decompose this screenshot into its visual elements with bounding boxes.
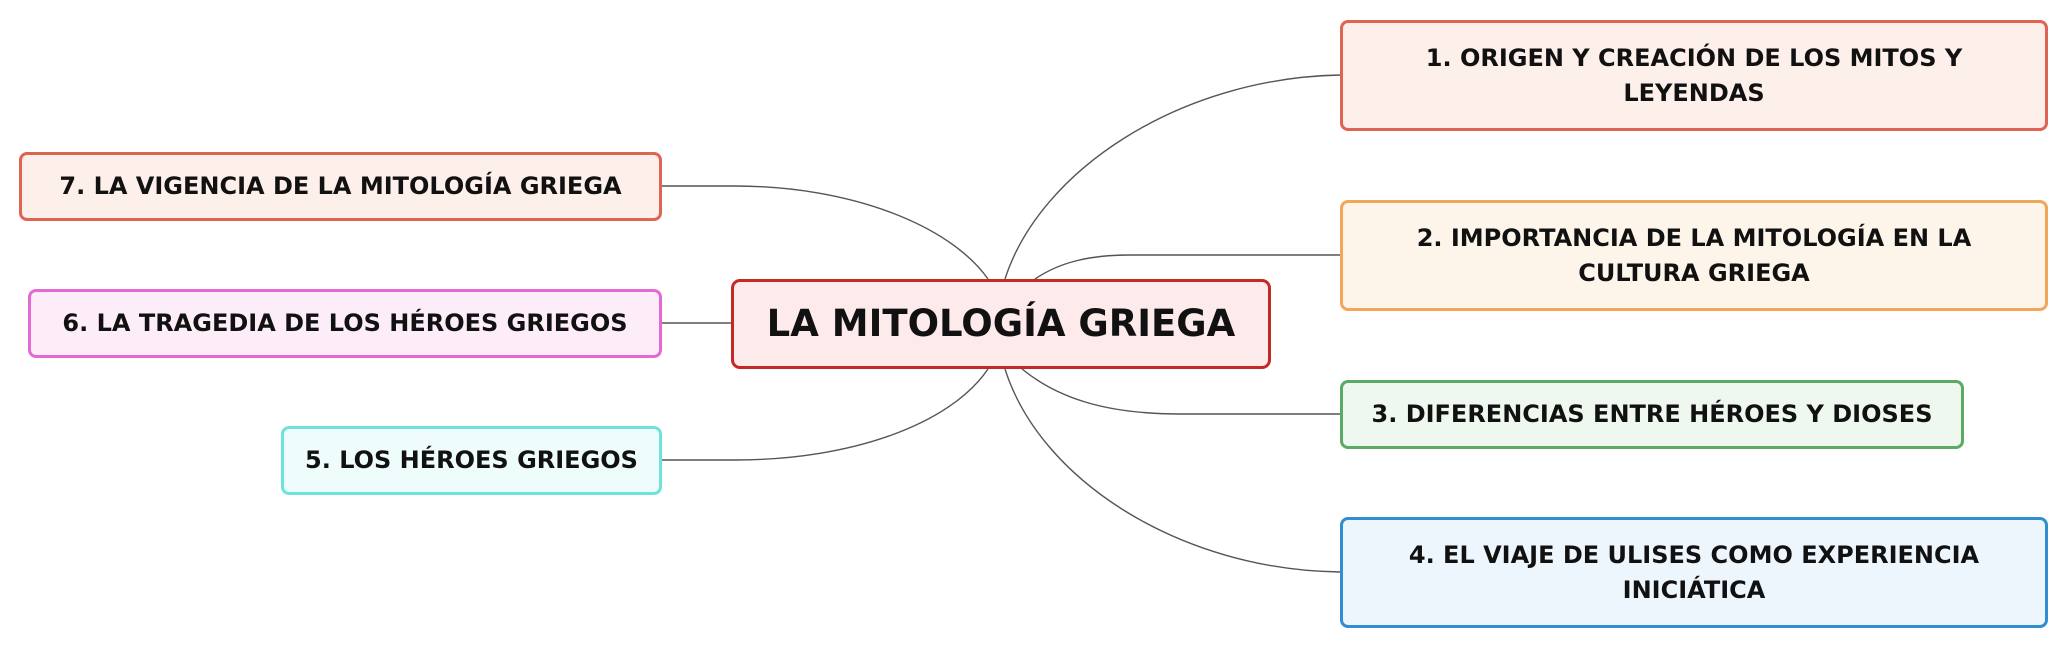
branch-node-3[interactable]: 3. DIFERENCIAS ENTRE HÉROES Y DIOSES (1340, 380, 1964, 449)
connector-branch-5 (662, 368, 989, 461)
branch-node-1[interactable]: 1. ORIGEN Y CREACIÓN DE LOS MITOS Y LEYE… (1340, 20, 2048, 131)
branch-label-4: 4. EL VIAJE DE ULISES COMO EXPERIENCIA I… (1408, 540, 1980, 604)
branch-node-6[interactable]: 6. LA TRAGEDIA DE LOS HÉROES GRIEGOS (28, 289, 662, 358)
branch-node-4[interactable]: 4. EL VIAJE DE ULISES COMO EXPERIENCIA I… (1340, 517, 2048, 628)
branch-label-1: 1. ORIGEN Y CREACIÓN DE LOS MITOS Y LEYE… (1425, 43, 1963, 107)
branch-node-2[interactable]: 2. IMPORTANCIA DE LA MITOLOGÍA EN LA CUL… (1340, 200, 2048, 311)
branch-label-3: 3. DIFERENCIAS ENTRE HÉROES Y DIOSES (1371, 400, 1933, 429)
branch-label-7: 7. LA VIGENCIA DE LA MITOLOGÍA GRIEGA (59, 172, 622, 201)
branch-label-2: 2. IMPORTANCIA DE LA MITOLOGÍA EN LA CUL… (1416, 223, 1972, 287)
connector-branch-1 (1004, 74, 1341, 280)
central-topic-label: LA MITOLOGÍA GRIEGA (766, 302, 1236, 346)
connector-branch-7 (662, 185, 989, 280)
branch-node-5[interactable]: 5. LOS HÉROES GRIEGOS (281, 426, 662, 495)
central-topic[interactable]: LA MITOLOGÍA GRIEGA (731, 279, 1271, 369)
branch-label-5: 5. LOS HÉROES GRIEGOS (305, 446, 638, 475)
branch-label-6: 6. LA TRAGEDIA DE LOS HÉROES GRIEGOS (62, 309, 628, 338)
connector-branch-4 (1004, 368, 1341, 573)
branch-node-7[interactable]: 7. LA VIGENCIA DE LA MITOLOGÍA GRIEGA (19, 152, 662, 221)
connector-branch-3 (1021, 368, 1340, 415)
connector-branch-2 (1034, 254, 1340, 280)
